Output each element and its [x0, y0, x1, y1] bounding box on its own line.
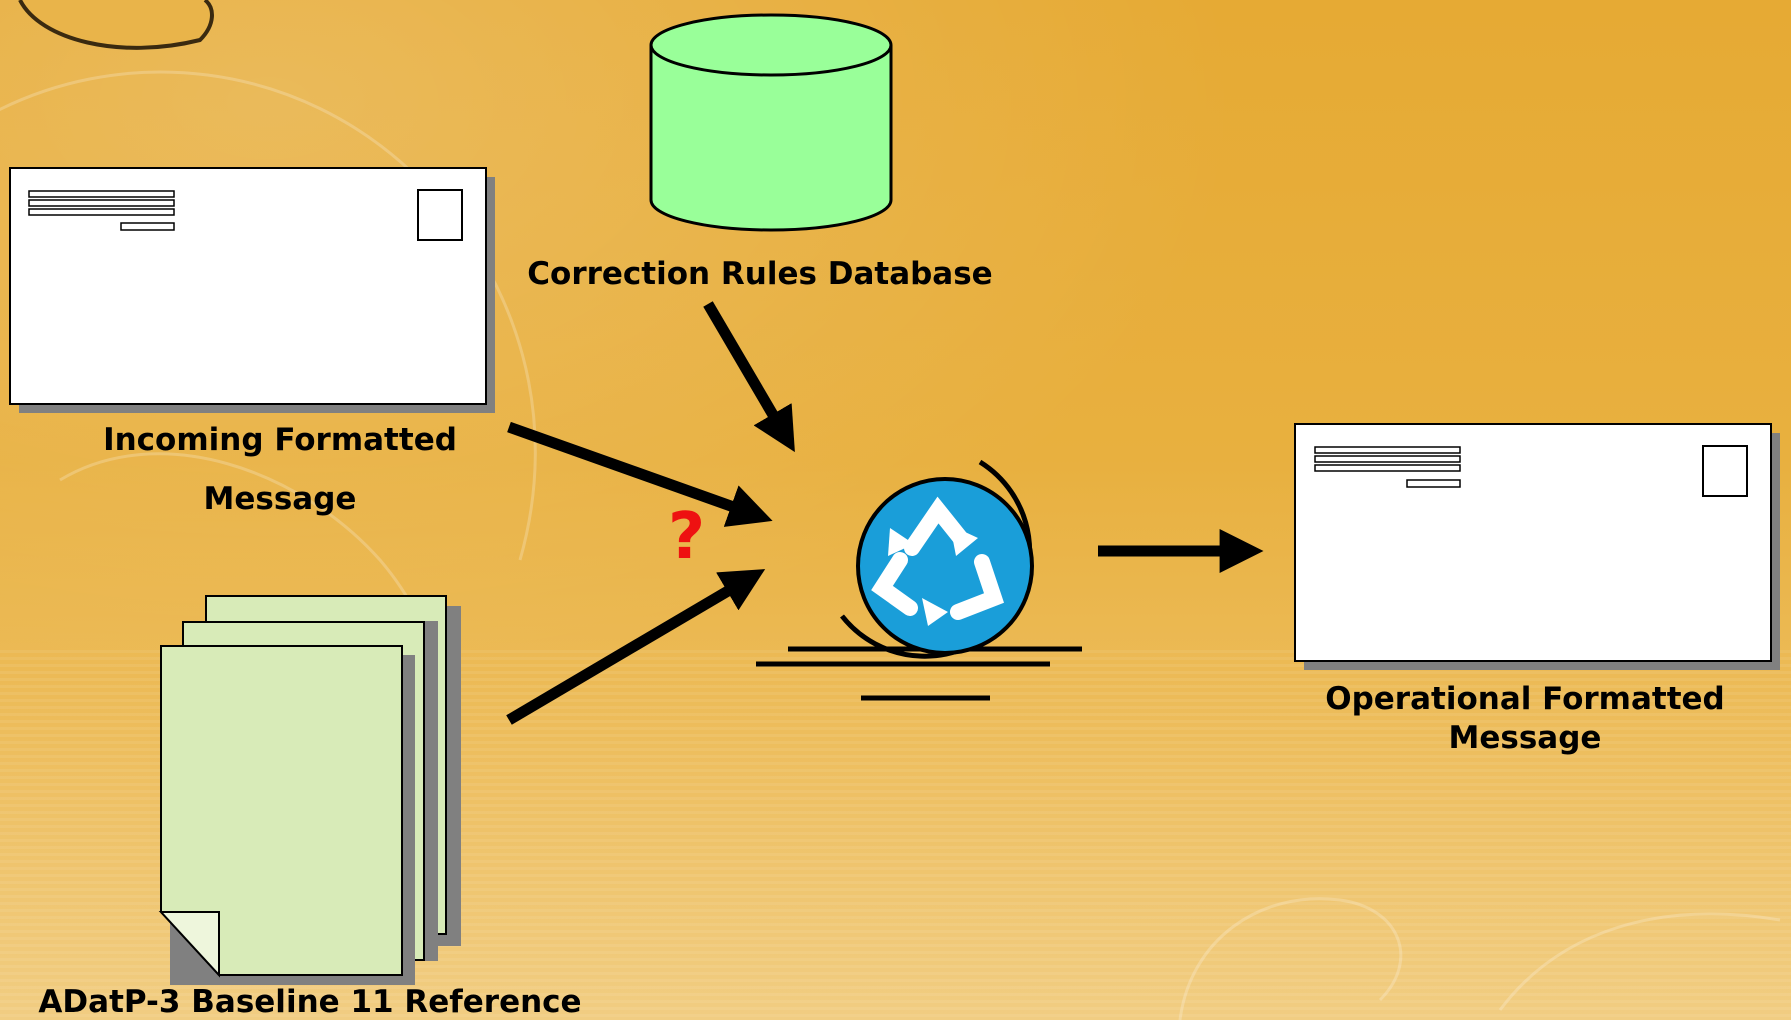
arrow-incoming-to-processor	[507, 421, 773, 527]
incoming-envelope-icon	[9, 167, 495, 413]
database-icon	[649, 13, 893, 232]
decorative-logo-corner	[18, 0, 214, 50]
arrow-reference-to-processor	[506, 569, 766, 725]
arrow-database-to-processor	[703, 301, 795, 453]
operational-message-label-line1: Operational Formatted	[1325, 681, 1725, 717]
flow-arrows	[506, 301, 1264, 725]
incoming-message-label-line1: Incoming Formatted	[103, 422, 457, 458]
document-stack-icon	[158, 595, 461, 985]
database-label: Correction Rules Database	[527, 256, 993, 292]
unknown-question-mark: ?	[668, 500, 706, 574]
operational-message-label-line2: Message	[1448, 720, 1602, 756]
recycle-icon	[756, 459, 1082, 701]
incoming-message-label-line2: Message	[203, 481, 357, 517]
operational-envelope-icon	[1294, 423, 1780, 670]
reference-label: ADatP-3 Baseline 11 Reference	[38, 984, 582, 1020]
